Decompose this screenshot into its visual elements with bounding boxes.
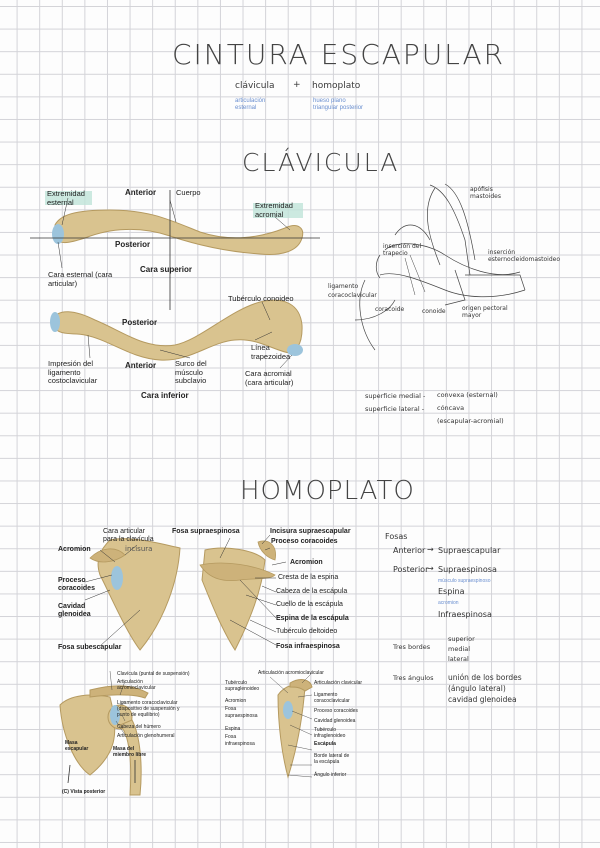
b-masa-escapular: Masa escapular (65, 740, 89, 752)
sketch-conoide: conoide (422, 308, 446, 315)
h-tuberculo-deltoideo: Tubérculo deltoideo (276, 628, 338, 635)
clavicle-sketch (354, 183, 526, 351)
b-tub-supra: Tubérculo supraglenoideo (225, 680, 260, 692)
clavicle-illustration (30, 190, 320, 369)
h-blue-1: músculo supraespinoso (438, 578, 491, 584)
sketch-apofisis: apófisis mastoides (470, 186, 501, 200)
h-cuello-escapula: Cuello de la escápula (276, 601, 343, 608)
h-infra: Infraespinosa (438, 610, 492, 619)
h-incisura-supraescapular: Incisura supraescapular (270, 528, 351, 535)
h-bordes-label: Tres bordes (393, 643, 431, 651)
b-cabeza-humero: Cabeza del húmero (117, 724, 161, 730)
h-proceso-coracoides-l: Proceso coracoides (58, 577, 95, 592)
b-borde-lateral: Borde lateral de la escápula (314, 753, 350, 765)
h-proceso-coracoides-r: Proceso coracoides (271, 538, 338, 545)
h-espina-escapula: Espina de la escápula (276, 615, 349, 622)
b-art-acromio: Articulación acromioclavicular (117, 679, 156, 691)
label-anterior-bottom: Anterior (125, 361, 157, 370)
shoulder-illustrations (59, 670, 313, 796)
page-title: CINTURA ESCAPULAR (172, 38, 506, 71)
scapula-illustrations (84, 534, 287, 652)
label-linea-trapezoidea: Línea trapezoidea (251, 343, 291, 361)
formula-plus: + (293, 80, 301, 90)
h-anterior-value: Supraescapular (438, 546, 501, 555)
h-cresta-espina: Cresta de la espina (278, 574, 339, 581)
label-cara-esternal: Cara esternal (cara articular) (48, 270, 113, 288)
label-posterior-bottom: Posterior (122, 318, 158, 327)
b-vista-posterior: (C) Vista posterior (62, 789, 106, 795)
clavicula-note-1-value: cóncava (437, 404, 465, 412)
h-acromion-r: Acromion (290, 559, 323, 566)
sketch-insercion-ecm: inserción esternocleidomastoideo (488, 249, 561, 263)
h-angulo-1: (ángulo lateral) (448, 684, 506, 693)
label-cara-acromial: Cara acromial (cara articular) (245, 369, 294, 387)
b-ligamento2: Ligamento coracoclavicular (314, 692, 350, 704)
b-masa-miembro: Masa del miembro libre (113, 746, 147, 758)
h-angulos-label: Tres ángulos (393, 674, 434, 682)
sketch-ligamento: ligamento coracoclavicular (328, 283, 377, 299)
b-cavidad: Cavidad glenoidea (314, 718, 356, 724)
b-angulo-inferior: Ángulo inferior (314, 772, 347, 778)
h-acromion-l: Acromion (58, 546, 91, 553)
h-posterior-value: Supraespinosa (438, 565, 497, 574)
homoplato-title: HOMOPLATO (240, 476, 415, 506)
b-infraespinosa: infraespinosa (225, 741, 255, 747)
label-extremidad-esternal: Extremidad esternal (47, 189, 85, 207)
clavicula-note-2-value: (escapular-acromial) (437, 417, 504, 425)
b-clavicula-punto: Clavícula (puntal de suspensión) (117, 671, 190, 677)
b-tub-infra: Tubérculo infraglenoideo (314, 727, 346, 739)
h-arrow-2: → (427, 564, 434, 573)
b-supraespinosa: supraespinosa (225, 713, 258, 719)
clavicula-note-1-label: superficie lateral - (365, 405, 425, 413)
b-art-glenohumeral: Articulación glenohumeral (117, 733, 175, 739)
label-cara-inferior: Cara inferior (141, 391, 189, 400)
clavicula-note-0-label: superficie medial - (365, 392, 426, 400)
h-espina: Espina (438, 587, 465, 596)
b-art-acromio2: Articulación acromioclavicular (258, 670, 324, 676)
label-posterior-top: Posterior (115, 240, 151, 249)
h-fosa-infraespinosa: Fosa infraespinosa (276, 643, 340, 650)
label-impresion: Impresión del ligamento costoclavicular (48, 359, 98, 385)
b-fosa2: Fosa (225, 734, 237, 740)
formula-left: clávicula (235, 81, 275, 91)
sketch-origen-pectoral: origen pectoral mayor (462, 305, 508, 319)
h-cara-articular: Cara articular para la clavícula (103, 528, 154, 543)
clavicula-title: CLÁVICULA (242, 148, 400, 177)
h-borde-1: medial (448, 645, 471, 653)
sketch-coracoide: coracoide (375, 306, 405, 313)
label-extremidad-acromial: Extremidad acromial (255, 201, 293, 219)
label-tuberculo-conoideo: Tubérculo conoideo (228, 294, 294, 303)
h-posterior: Posterior (393, 565, 429, 574)
b-espina: Espina (225, 726, 241, 732)
h-fosas-title: Fosas (385, 532, 408, 541)
b-fosa: Fosa (225, 706, 237, 712)
h-anterior: Anterior (393, 546, 426, 555)
h-blue-2: acromion (438, 600, 459, 606)
b-acromion: Acromion (225, 698, 247, 704)
h-cavidad-glenoidea: Cavidad glenoidea (58, 603, 91, 618)
clavicula-note-0-value: convexa (esternal) (437, 391, 498, 399)
label-surco: Surco del músculo subclavio (175, 359, 207, 385)
b-art-clavicular: Articulación clavicular (314, 680, 363, 686)
h-fosa-subescapular: Fosa subescapular (58, 644, 122, 651)
formula-right-note: hueso plano triangular posterior (313, 98, 364, 111)
b-proceso-cor: Proceso coracoides (314, 708, 358, 714)
label-anterior-top: Anterior (125, 188, 157, 197)
b-ligamento-cc: Ligamento coracoclavicular (dispositivo … (117, 700, 180, 718)
h-arrow-1: → (427, 545, 434, 554)
label-cuerpo: Cuerpo (176, 188, 201, 197)
b-escapula: Escápula (314, 741, 336, 747)
h-fosa-supraespinosa: Fosa supraespinosa (172, 528, 240, 535)
formula-right: homoplato (312, 81, 361, 91)
label-cara-superior: Cara superior (140, 265, 193, 274)
h-borde-2: lateral (448, 655, 469, 663)
h-angulo-0: unión de los bordes (448, 673, 522, 682)
sketch-insercion-trapecio: inserción del trapecio (383, 243, 422, 257)
formula-left-note: articulación esternal (235, 98, 266, 111)
h-angulo-2: cavidad glenoidea (448, 695, 517, 704)
h-cabeza-escapula: Cabeza de la escápula (276, 588, 348, 595)
h-borde-0: superior (448, 635, 475, 643)
h-incisura-hand: incisura (125, 545, 153, 553)
